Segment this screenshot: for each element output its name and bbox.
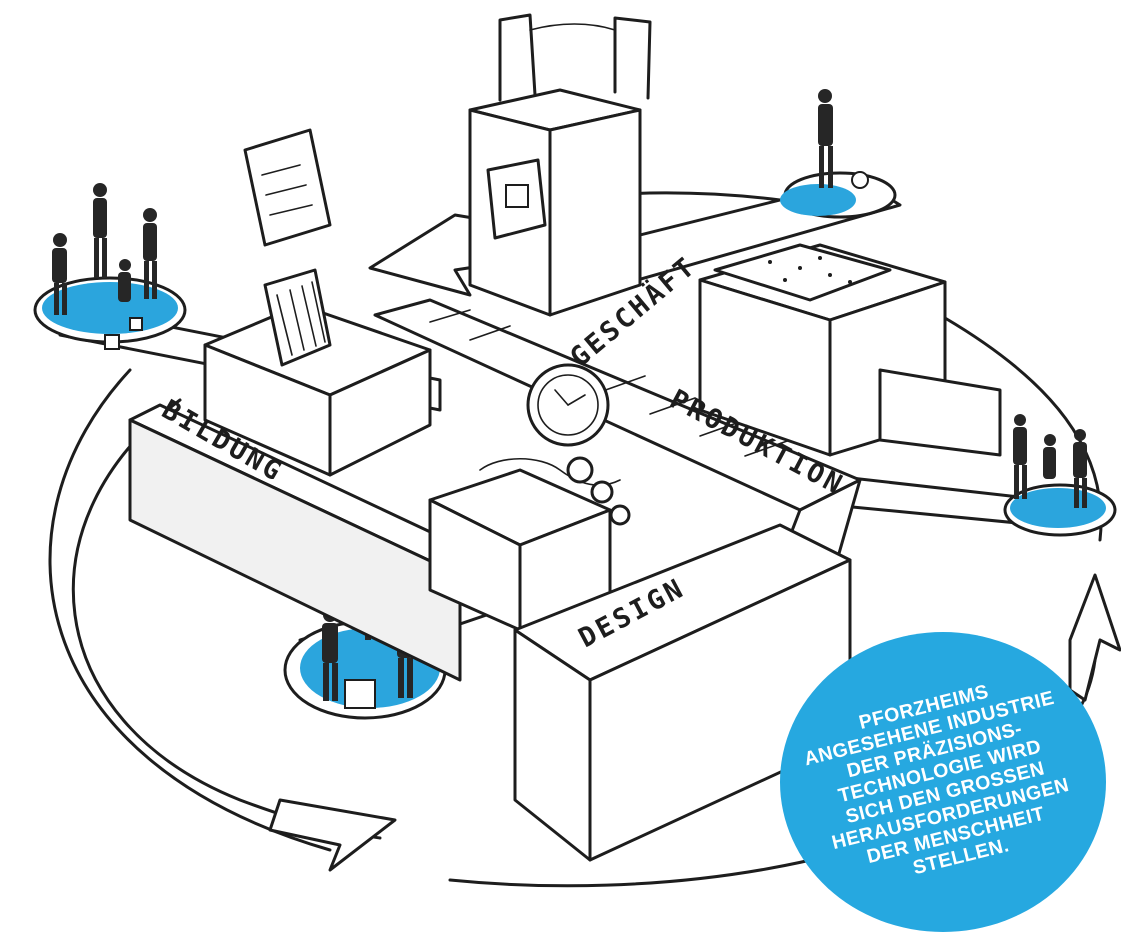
bead-icon: [566, 456, 594, 484]
floating-panel: [243, 128, 332, 247]
callout-badge: PFORZHEIMS ANGESEHENE INDUSTRIE DER PRÄZ…: [780, 632, 1106, 932]
arrowhead-bottom-right: [1068, 573, 1121, 702]
wedge-block: [878, 368, 1002, 457]
dotted-sheet: [713, 243, 892, 302]
people-group-left: [52, 183, 157, 315]
flow-arrow-outer: [48, 368, 332, 852]
box-icon: [344, 679, 376, 709]
block-design: [428, 456, 852, 862]
block-tower: [468, 13, 652, 317]
person-top: [818, 89, 833, 188]
chip-icon: [486, 158, 547, 240]
people-group-right: [1013, 414, 1087, 508]
block-produktion: [698, 243, 1002, 457]
callout-text: PFORZHEIMS ANGESEHENE INDUSTRIE DER PRÄZ…: [797, 666, 1089, 899]
pad-top: [780, 184, 856, 216]
watch-strap: [373, 298, 862, 587]
arrowhead-bottom-left: [268, 798, 397, 872]
block-education-cube: [203, 128, 432, 477]
